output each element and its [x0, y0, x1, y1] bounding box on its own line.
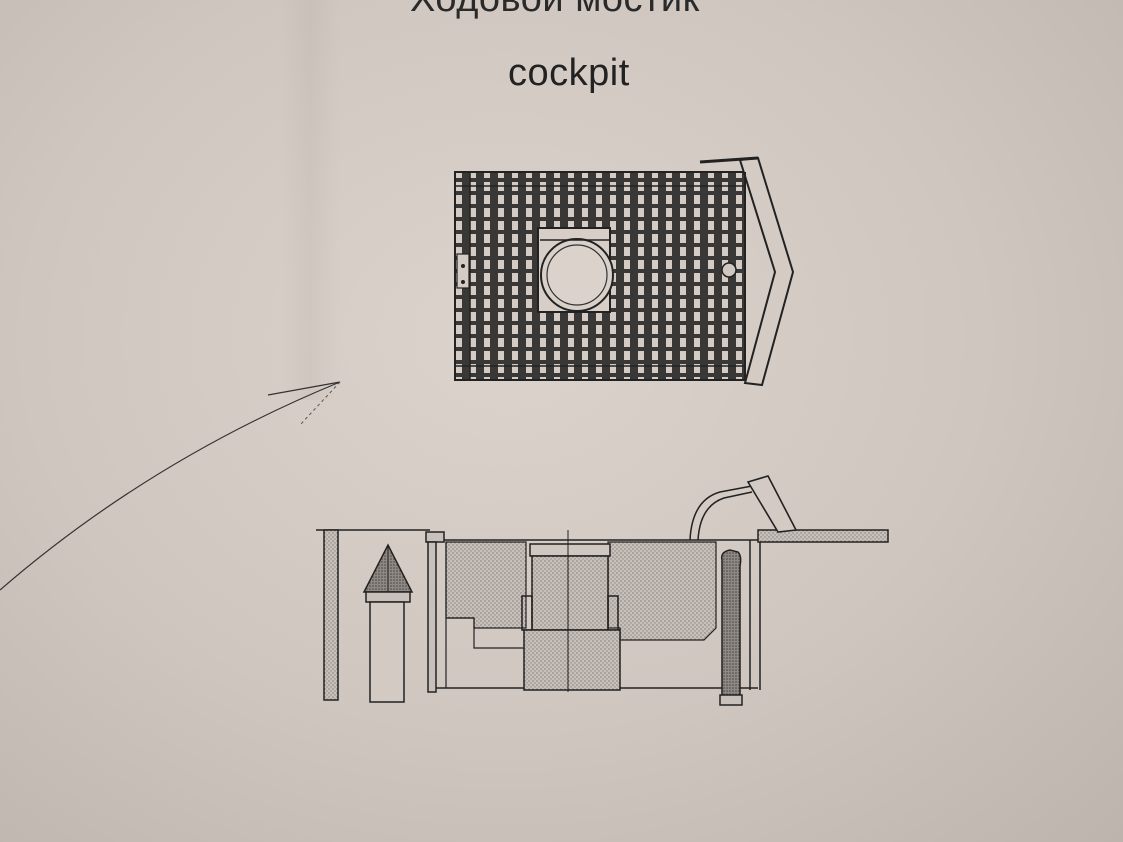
pointer-arrow	[0, 381, 341, 591]
partial-heading: Ходовой мостик	[410, 0, 830, 21]
cockpit-side-view	[316, 475, 889, 706]
paper-fold-shadow	[280, 0, 340, 400]
cockpit-top-view	[454, 156, 795, 387]
cockpit-heading: cockpit	[508, 52, 630, 94]
